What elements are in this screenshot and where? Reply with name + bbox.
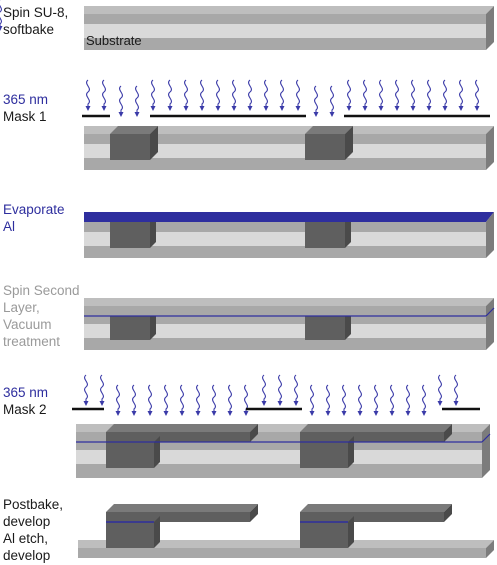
step-3-label: Evaporate Al xyxy=(3,202,65,234)
step-2-mask-label: Mask 1 xyxy=(3,109,47,124)
step-3-aluminum xyxy=(84,212,494,258)
uv-rays xyxy=(0,0,481,118)
substrate-label: Substrate xyxy=(86,33,142,48)
step-6-final-structure xyxy=(78,504,494,558)
step-2-label: 365 nm xyxy=(3,92,49,107)
substrate-exposed-2 xyxy=(76,424,491,478)
step-4-label: Spin Second Layer, Vacuum treatment xyxy=(3,283,80,349)
substrate-exposed xyxy=(84,126,494,170)
step-5-uv-exposure xyxy=(72,374,491,478)
step-2-uv-exposure xyxy=(0,0,494,170)
step-6-label: Postbake, develop Al etch, develop xyxy=(3,497,64,563)
step-5-label: 365 nm xyxy=(3,385,49,400)
step-1-label: Spin SU-8, softbake xyxy=(3,5,69,37)
step-1-substrate xyxy=(84,6,494,50)
step-4-second-layer xyxy=(84,298,495,350)
step-5-mask-label: Mask 2 xyxy=(3,402,47,417)
